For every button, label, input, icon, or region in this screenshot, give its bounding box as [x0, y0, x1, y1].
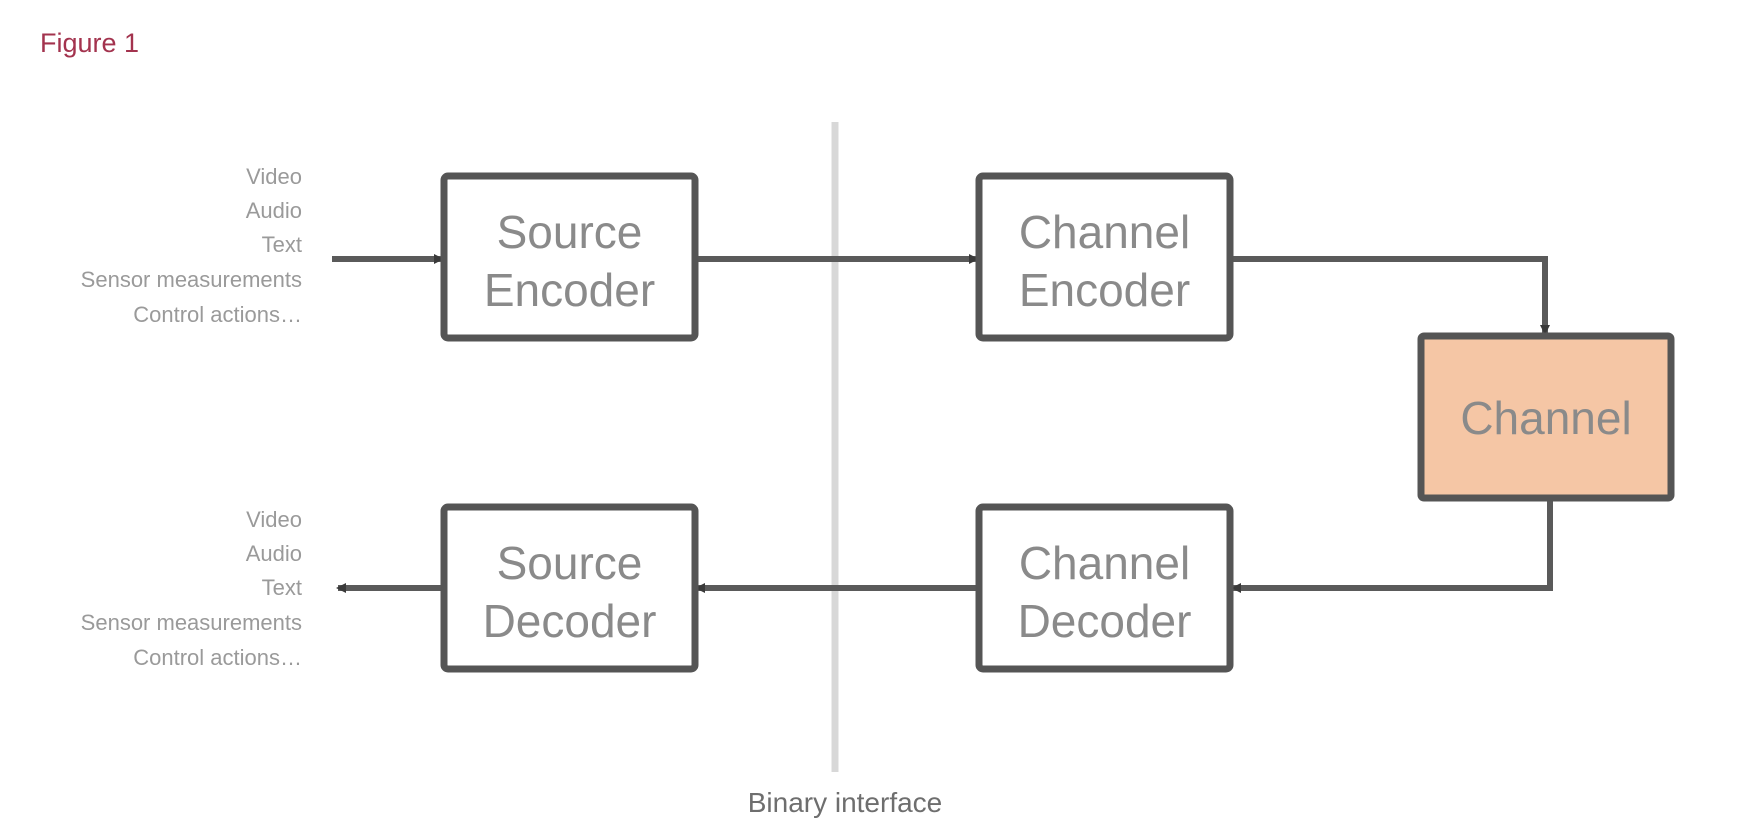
output-item-sensor: Sensor measurements	[81, 610, 302, 635]
channel-label: Channel	[1460, 392, 1631, 444]
input-media-list: Video Audio Text Sensor measurements Con…	[81, 164, 302, 327]
source-decoder-line-2: Decoder	[483, 595, 657, 647]
binary-interface-label: Binary interface	[748, 787, 943, 818]
input-item-sensor: Sensor measurements	[81, 267, 302, 292]
input-item-audio: Audio	[246, 198, 302, 223]
output-item-text: Text	[262, 575, 302, 600]
source-decoder-line-1: Source	[497, 537, 643, 589]
source-encoder-block: Source Encoder	[440, 172, 699, 342]
input-item-control: Control actions…	[133, 302, 302, 327]
input-item-text: Text	[262, 232, 302, 257]
source-encoder-line-1: Source	[497, 206, 643, 258]
output-item-control: Control actions…	[133, 645, 302, 670]
figure-label: Figure 1	[40, 28, 140, 58]
output-item-audio: Audio	[246, 541, 302, 566]
source-encoder-line-2: Encoder	[484, 264, 655, 316]
output-media-list: Video Audio Text Sensor measurements Con…	[81, 507, 302, 670]
channel-encoder-line-2: Encoder	[1019, 264, 1190, 316]
channel-decoder-block: Channel Decoder	[975, 503, 1234, 673]
channel-block: Channel	[1417, 332, 1675, 502]
channel-encoder-block: Channel Encoder	[975, 172, 1234, 342]
input-item-video: Video	[246, 164, 302, 189]
channel-encoder-line-1: Channel	[1019, 206, 1190, 258]
channel-decoder-line-1: Channel	[1019, 537, 1190, 589]
channel-encoder-to-channel-arrow	[1230, 256, 1550, 335]
source-decoder-block: Source Decoder	[440, 503, 699, 673]
channel-decoder-line-2: Decoder	[1018, 595, 1192, 647]
output-item-video: Video	[246, 507, 302, 532]
channel-to-channel-decoder-arrow	[1231, 498, 1553, 593]
